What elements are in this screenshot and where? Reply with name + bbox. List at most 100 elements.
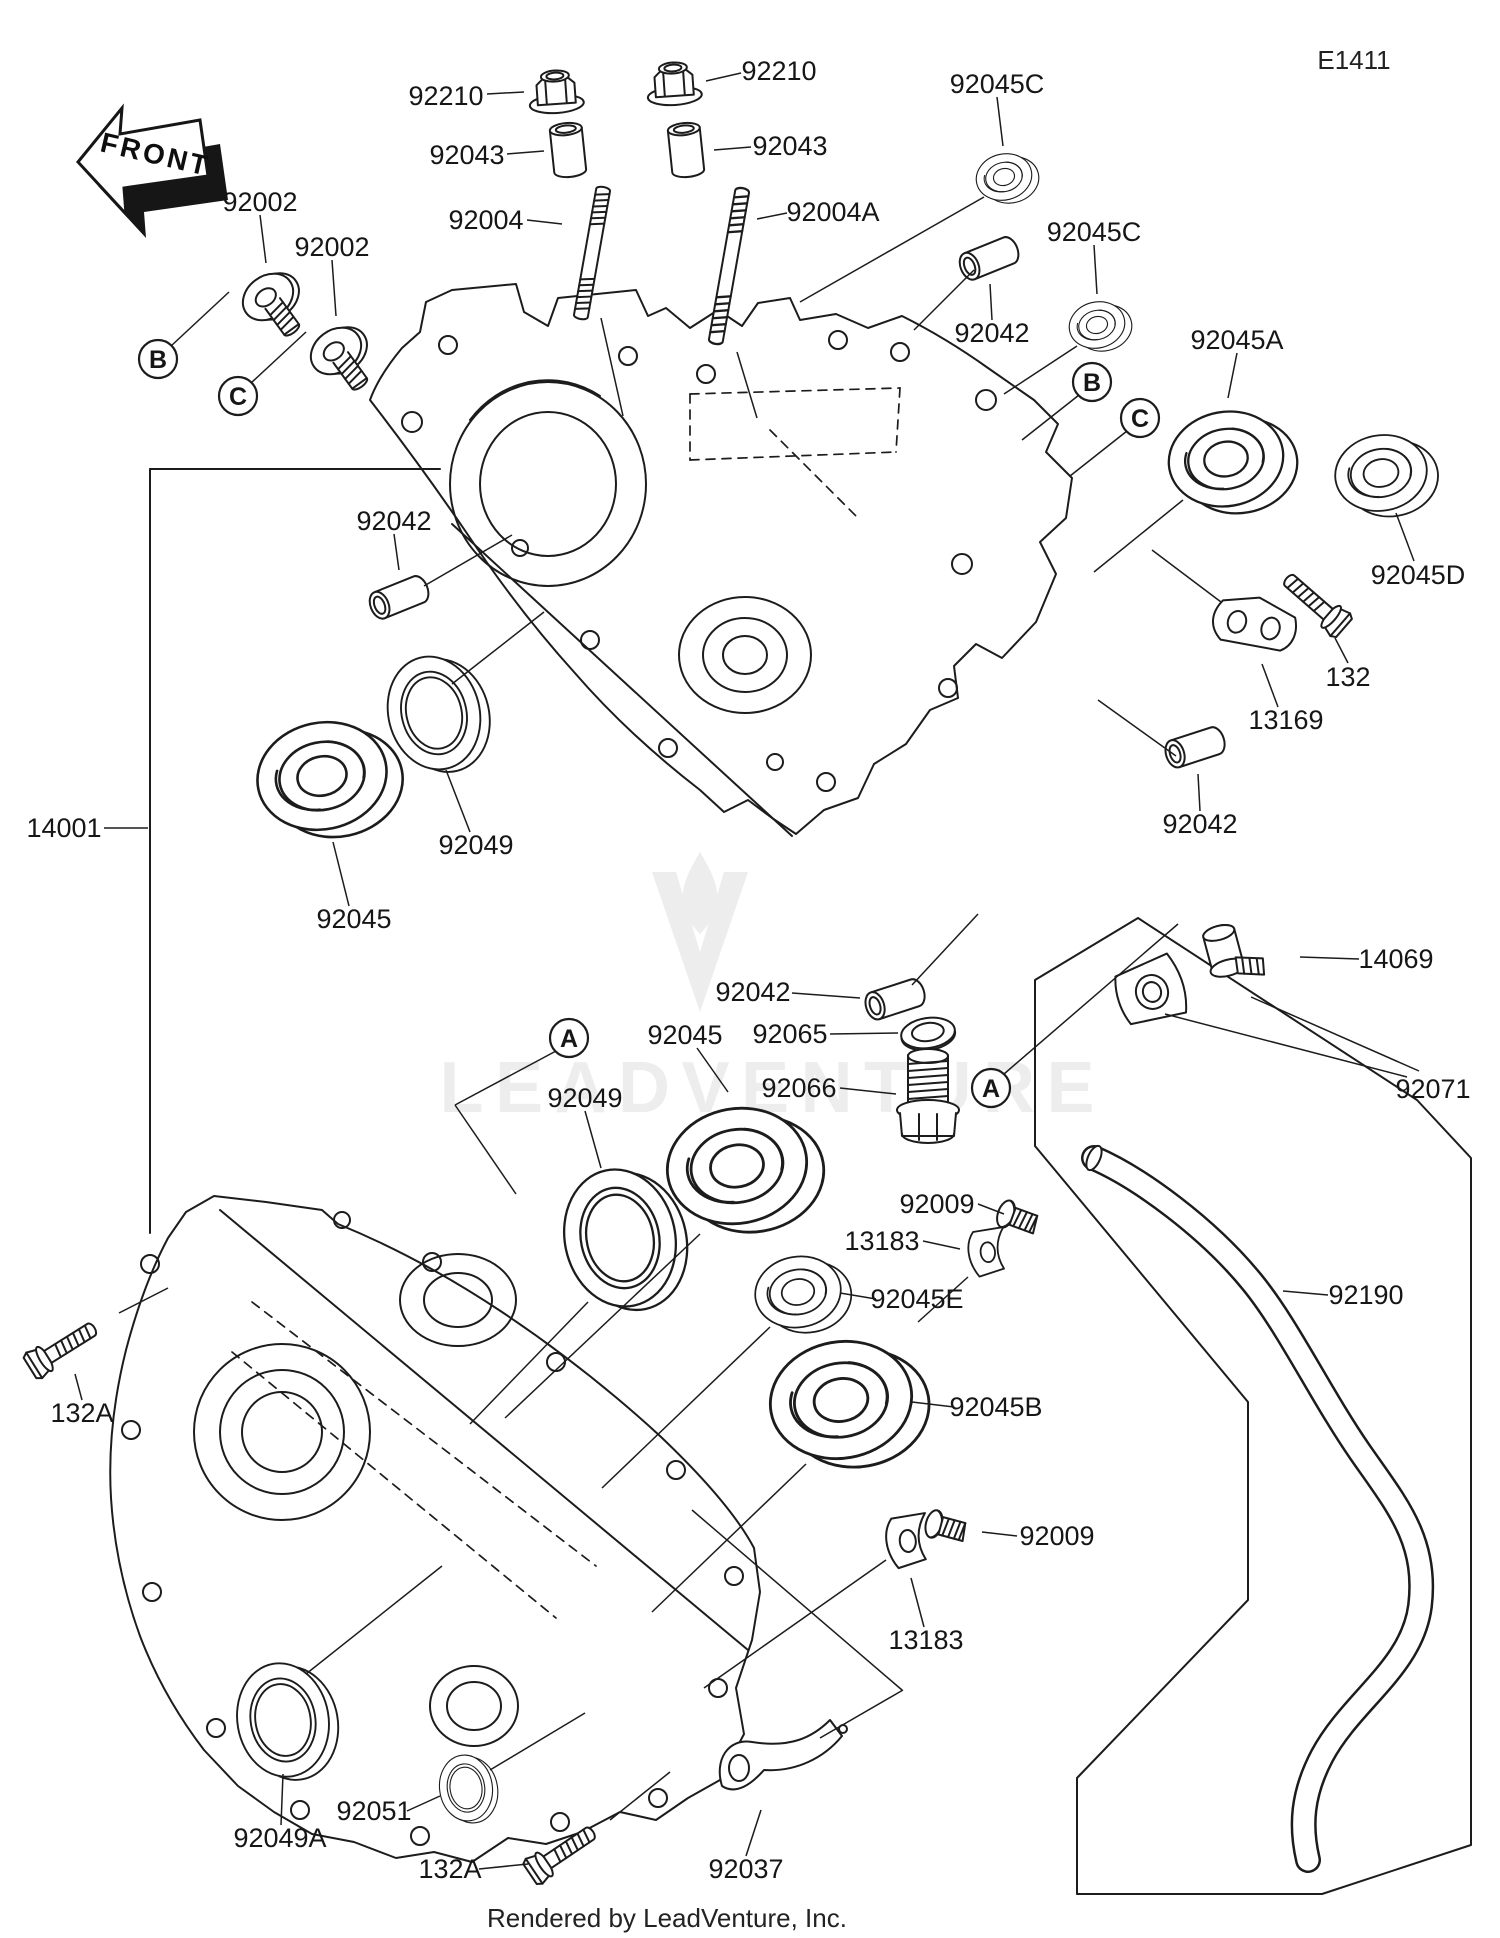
leader-line-92049A — [305, 1565, 443, 1675]
leader-line-92045C — [1003, 345, 1078, 395]
callout-label-92051-34: 92051 — [336, 1796, 411, 1826]
callout-label-92045A-11: 92045A — [1190, 325, 1283, 355]
leader-lines-layer — [74, 72, 1420, 1870]
leader-line-92045E — [839, 1292, 877, 1300]
callout-label-92042-10: 92042 — [954, 318, 1029, 348]
leader-line-92051 — [406, 1795, 441, 1812]
callout-label-92045C-9: 92045C — [1047, 217, 1142, 247]
leader-line-92037 — [819, 1689, 904, 1739]
leader-line-92002 — [331, 259, 337, 317]
crankcase-half-upper — [369, 283, 1073, 837]
leader-line-92002 — [259, 214, 267, 264]
callout-label-92042-19: 92042 — [1162, 809, 1237, 839]
leader-line-92042 — [989, 283, 993, 321]
callout-label-13169-14: 13169 — [1248, 705, 1323, 735]
leader-line-92045 — [504, 1233, 701, 1419]
part-bracket-92037 — [718, 1719, 848, 1791]
ref-circle-B-2 — [1071, 361, 1113, 403]
callout-label-92049A-33: 92049A — [233, 1823, 326, 1853]
part-screw-92002-1 — [241, 272, 301, 337]
part-bushing-92043-1 — [548, 120, 588, 180]
callout-label-92190-27: 92190 — [1328, 1280, 1403, 1310]
leader-line-132A — [478, 1863, 529, 1870]
callout-label-92009-28: 92009 — [899, 1189, 974, 1219]
ref-letter-C-3: C — [1131, 405, 1149, 433]
leader-line-92042 — [393, 533, 400, 571]
leader-line-92049 — [445, 769, 471, 833]
leader-line-92190 — [1282, 1290, 1329, 1296]
ref-circle-C-1 — [217, 375, 259, 417]
leader-line-92045 — [696, 1047, 729, 1093]
part-holder-13169 — [1212, 596, 1297, 652]
leader-line-ref-A — [454, 1050, 557, 1106]
callout-label-92004A-5: 92004A — [786, 197, 879, 227]
callout-label-132A-35: 132A — [418, 1854, 481, 1884]
callout-label-92043-3: 92043 — [752, 131, 827, 161]
leader-line-13169 — [1151, 549, 1222, 603]
leader-line-92071 — [1250, 996, 1420, 1072]
leadventure-flame-v-logo — [652, 872, 748, 1012]
leader-line-ref-A — [454, 1104, 517, 1195]
leader-line-ref-C — [250, 331, 307, 384]
leader-line-132A — [118, 1287, 169, 1314]
leader-line-92051 — [489, 1712, 586, 1771]
leadventure-flame-icon — [682, 852, 718, 934]
leader-line-132 — [1334, 637, 1349, 664]
callout-label-92002-6: 92002 — [222, 187, 297, 217]
leader-line-92004 — [526, 219, 563, 225]
leader-line-92042 — [913, 269, 975, 331]
ref-letter-B-2: B — [1083, 369, 1101, 397]
callout-label-132A-32: 132A — [50, 1398, 113, 1428]
leader-line-92210 — [486, 91, 525, 95]
part-elbow-fitting-92071 — [1202, 924, 1266, 978]
ref-letter-A-5: A — [982, 1075, 1000, 1103]
leader-line-92210 — [705, 72, 742, 82]
leader-line-92045C — [996, 96, 1004, 147]
ref-letter-C-1: C — [229, 383, 247, 411]
callout-label-92043-2: 92043 — [429, 140, 504, 170]
leader-line-92042 — [791, 992, 861, 999]
part-drain-bolt-92066 — [896, 1048, 960, 1144]
leader-line-92045A — [1093, 499, 1184, 573]
leader-line-92045B — [651, 1463, 807, 1613]
leader-line-ref-C — [1069, 430, 1128, 477]
ref-circle-A-5 — [970, 1067, 1012, 1109]
callout-label-92042-20: 92042 — [715, 977, 790, 1007]
leader-line-92004A — [736, 351, 758, 419]
callout-label-92210-0: 92210 — [408, 81, 483, 111]
part-tube-92190 — [1081, 1144, 1435, 1873]
leader-line-92049 — [451, 611, 545, 685]
leader-line-92004 — [600, 317, 624, 417]
front-direction-arrow: FRONT — [76, 103, 228, 238]
ref-circle-A-4 — [548, 1017, 590, 1059]
bracket-14001 — [149, 468, 441, 1234]
callout-label-92045-18: 92045 — [316, 904, 391, 934]
callout-label-132-13: 132 — [1325, 662, 1370, 692]
callout-label-92009-38: 92009 — [1019, 1521, 1094, 1551]
leader-line-92045E — [601, 1326, 771, 1489]
leader-line-92009 — [977, 1203, 1005, 1215]
leader-line-92065 — [829, 1032, 899, 1035]
box-14069 — [1034, 917, 1472, 1895]
ref-circle-B-0 — [137, 338, 179, 380]
callout-label-92045D-12: 92045D — [1371, 560, 1466, 590]
leader-line-92045B — [911, 1401, 955, 1408]
part-bushing-92043-2 — [666, 120, 706, 180]
callout-label-92049-17: 92049 — [438, 830, 513, 860]
leader-line-92045C — [799, 196, 985, 303]
leader-line-92066 — [839, 1087, 897, 1095]
floating-parts — [21, 59, 1446, 1888]
leader-line-13183 — [922, 1240, 961, 1250]
leader-line-92004A — [756, 212, 788, 220]
leader-line-92009 — [981, 1531, 1018, 1537]
leader-line-13183 — [910, 1577, 925, 1628]
leader-line-ref-B — [1021, 394, 1080, 441]
diagram-code: E1411 — [1317, 45, 1390, 75]
leader-line-13169 — [1261, 663, 1279, 708]
callout-label-14001-16: 14001 — [26, 813, 101, 843]
leader-line-92043 — [506, 150, 545, 155]
leader-line-92042 — [423, 534, 513, 587]
leader-line-92037 — [691, 1509, 903, 1691]
